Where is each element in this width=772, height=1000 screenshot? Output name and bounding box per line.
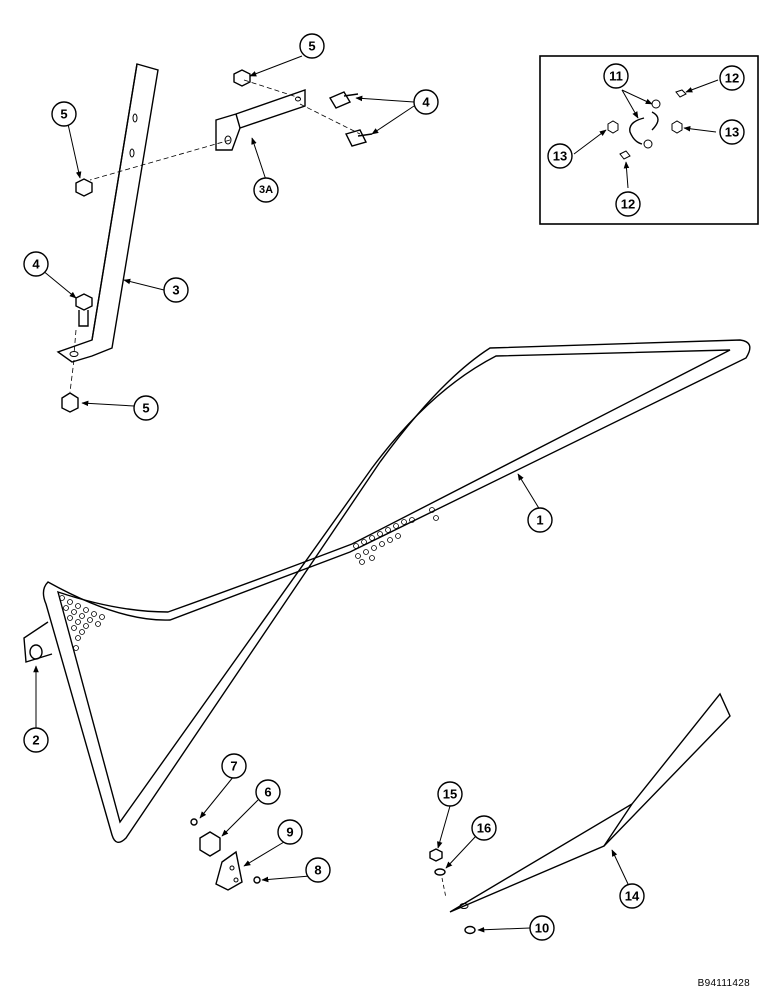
callout-6: 6 — [255, 779, 281, 805]
svg-text:2: 2 — [32, 733, 39, 748]
svg-text:15: 15 — [443, 787, 457, 802]
callout-5-top: 5 — [299, 33, 325, 59]
callout-12-bottom: 12 — [615, 191, 641, 217]
svg-text:13: 13 — [725, 125, 739, 140]
bar-hardware — [61, 69, 373, 413]
callout-13-right: 13 — [719, 119, 745, 145]
figure-code: B94111428 — [697, 978, 750, 989]
svg-text:9: 9 — [286, 825, 293, 840]
svg-text:12: 12 — [725, 71, 739, 86]
svg-text:13: 13 — [553, 149, 567, 164]
support-bar — [56, 63, 159, 363]
angle-bracket — [215, 89, 306, 151]
callout-2: 2 — [23, 727, 49, 753]
callout-5-left: 5 — [51, 101, 77, 127]
svg-text:14: 14 — [625, 889, 640, 904]
svg-text:3A: 3A — [259, 184, 273, 196]
svg-text:4: 4 — [32, 257, 40, 272]
svg-text:1: 1 — [536, 513, 543, 528]
callout-8: 8 — [305, 857, 331, 883]
tube-frame — [42, 339, 751, 843]
callout-13-left: 13 — [547, 143, 573, 169]
callout-14: 14 — [619, 883, 645, 909]
alignment-lines — [69, 79, 361, 393]
callout-11: 11 — [603, 63, 629, 89]
svg-text:8: 8 — [314, 863, 321, 878]
callout-1: 1 — [527, 507, 553, 533]
callout-4-upper: 4 — [413, 89, 439, 115]
svg-text:4: 4 — [422, 95, 430, 110]
svg-text:16: 16 — [477, 821, 491, 836]
clamp-hardware — [190, 818, 261, 891]
callout-5-bottom: 5 — [133, 395, 159, 421]
svg-text:3: 3 — [172, 283, 179, 298]
svg-text:7: 7 — [230, 759, 237, 774]
callout-10: 10 — [529, 915, 555, 941]
svg-text:11: 11 — [609, 69, 623, 84]
mounting-tab — [23, 621, 53, 663]
deflector-shield — [429, 692, 731, 935]
svg-text:5: 5 — [142, 401, 149, 416]
svg-text:5: 5 — [60, 107, 67, 122]
callout-3a: 3A — [253, 177, 279, 203]
callout-7: 7 — [221, 753, 247, 779]
inset-detail — [539, 55, 759, 225]
callout-12-top: 12 — [719, 65, 745, 91]
svg-text:12: 12 — [621, 197, 635, 212]
svg-text:6: 6 — [264, 785, 271, 800]
callout-16: 16 — [471, 815, 497, 841]
callout-4-lower: 4 — [23, 251, 49, 277]
frame-perforations — [59, 507, 439, 651]
callout-9: 9 — [277, 819, 303, 845]
svg-text:10: 10 — [535, 921, 549, 936]
callout-3: 3 — [163, 277, 189, 303]
svg-text:5: 5 — [308, 39, 315, 54]
callout-15: 15 — [437, 781, 463, 807]
leader-lines — [33, 55, 719, 933]
